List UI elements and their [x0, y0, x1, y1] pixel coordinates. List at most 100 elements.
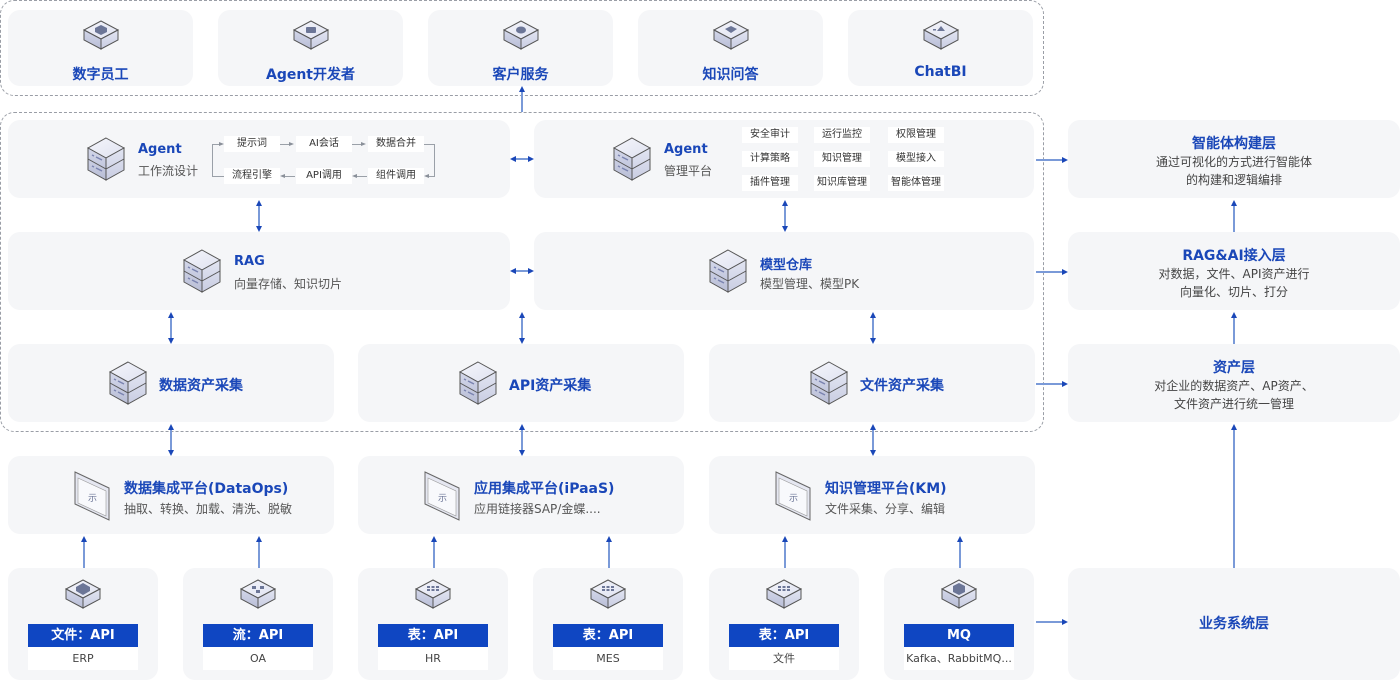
layer-desc-line: 通过可视化的方式进行智能体 — [1155, 155, 1312, 169]
arrowhead-right — [1062, 269, 1068, 275]
layer-agent-build[interactable]: 智能体构建层 通过可视化的方式进行智能体 的构建和逻辑编排 — [1068, 120, 1400, 198]
platform-feature[interactable]: 知识管理 — [814, 151, 870, 167]
app-label: 数字员工 — [72, 67, 129, 83]
table-hex-icon — [589, 578, 627, 614]
platform-km[interactable]: 示 知识管理平台(KM) 文件采集、分享、编辑 — [709, 456, 1035, 534]
source-mes[interactable]: 表：API MES — [533, 568, 683, 680]
arrowhead-down — [256, 226, 262, 232]
workflow-step[interactable]: 数据合并 — [368, 136, 424, 152]
connector-vertical — [258, 204, 260, 228]
app-label: ChatBI — [914, 64, 967, 80]
workflow-step[interactable]: API调用 — [296, 168, 352, 184]
app-chatbi[interactable]: ChatBI — [848, 10, 1033, 86]
platform-feature[interactable]: 智能体管理 — [888, 175, 944, 191]
platform-feature[interactable]: 知识库管理 — [814, 175, 870, 191]
source-file[interactable]: 表：API 文件 — [709, 568, 859, 680]
flow-line — [352, 144, 363, 145]
app-customer-service[interactable]: 客户服务 — [428, 10, 613, 86]
arrowhead-up — [168, 312, 174, 318]
collector-title: 数据资产采集 — [159, 378, 243, 394]
svg-text:示: 示 — [789, 494, 798, 504]
arrowhead-up — [519, 86, 525, 92]
source-badge: 文件：API — [28, 624, 138, 647]
agent-workflow-panel[interactable]: Agent 工作流设计 提示词 AI会话 数据合并 流程引擎 API调用 组件调… — [8, 120, 510, 198]
platform-feature[interactable]: 插件管理 — [742, 175, 798, 191]
collector-data[interactable]: 数据资产采集 — [8, 344, 334, 422]
collector-api[interactable]: API资产采集 — [358, 344, 684, 422]
arrowhead-up — [1231, 200, 1237, 206]
flow-line — [280, 144, 291, 145]
arrowhead-up — [606, 536, 612, 542]
connector-up — [959, 540, 961, 568]
source-mq[interactable]: MQ Kafka、RabbitMQ... — [884, 568, 1034, 680]
flow-arrowhead — [424, 174, 429, 178]
platform-ipaas[interactable]: 示 应用集成平台(iPaaS) 应用链接器SAP/金蝶.... — [358, 456, 684, 534]
arrowhead-down — [168, 450, 174, 456]
flow-arrowhead — [219, 142, 224, 146]
arrowhead-up — [1231, 424, 1237, 430]
workflow-step[interactable]: 组件调用 — [368, 168, 424, 184]
layer-title: 资产层 — [1213, 360, 1255, 376]
agent-platform-subtitle: 管理平台 — [664, 164, 713, 178]
connector-up — [83, 540, 85, 568]
agent-platform-panel[interactable]: Agent 管理平台 安全审计 运行监控 权限管理 计算策略 知识管理 模型接入… — [534, 120, 1034, 198]
source-hr[interactable]: 表：API HR — [358, 568, 508, 680]
connector-right — [1036, 159, 1064, 161]
source-name: MES — [553, 647, 663, 670]
app-digital-employee[interactable]: 数字员工 — [8, 10, 193, 86]
arrowhead-up — [957, 536, 963, 542]
arrowhead-down — [870, 450, 876, 456]
collector-title: API资产采集 — [509, 378, 592, 394]
layer-desc-line: 文件资产进行统一管理 — [1173, 397, 1294, 411]
rag-subtitle: 向量存储、知识切片 — [234, 277, 343, 291]
workflow-step[interactable]: 流程引擎 — [224, 168, 280, 184]
platform-title: 数据集成平台(DataOps) — [124, 481, 289, 497]
flow-line — [212, 144, 213, 177]
layer-business-system[interactable]: 业务系统层 — [1068, 568, 1400, 680]
connector-up — [521, 90, 523, 112]
svg-text:示: 示 — [438, 494, 447, 504]
file-hex-icon — [64, 578, 102, 614]
app-agent-developer[interactable]: Agent开发者 — [218, 10, 403, 86]
connector-up — [1233, 316, 1235, 344]
layer-rag-ai[interactable]: RAG&AI接入层 对数据，文件、API资产进行 向量化、切片、打分 — [1068, 232, 1400, 310]
flow-arrowhead — [352, 174, 357, 178]
arrowhead-down — [519, 338, 525, 344]
connector-right — [1036, 383, 1064, 385]
platform-feature[interactable]: 运行监控 — [814, 127, 870, 143]
source-erp[interactable]: 文件：API ERP — [8, 568, 158, 680]
monitor-screen-icon: 示 — [773, 470, 813, 526]
flow-hex-icon — [239, 578, 277, 614]
arrowhead-right — [528, 268, 534, 274]
agent-workflow-title: Agent — [138, 142, 182, 157]
platform-feature[interactable]: 安全审计 — [742, 127, 798, 143]
app-knowledge-qa[interactable]: 知识问答 — [638, 10, 823, 86]
collector-file[interactable]: 文件资产采集 — [709, 344, 1035, 422]
source-oa[interactable]: 流：API OA — [183, 568, 333, 680]
arrowhead-left — [510, 268, 516, 274]
layer-title: 智能体构建层 — [1192, 136, 1276, 152]
connector-vertical — [521, 428, 523, 452]
connector-up — [608, 540, 610, 568]
flow-line — [356, 176, 367, 177]
workflow-step[interactable]: AI会话 — [296, 136, 352, 152]
knowledge-book-icon — [712, 19, 750, 55]
app-label: Agent开发者 — [265, 67, 355, 83]
layer-asset[interactable]: 资产层 对企业的数据资产、AP资产、 文件资产进行统一管理 — [1068, 344, 1400, 422]
connector-vertical — [872, 316, 874, 340]
platform-feature[interactable]: 模型接入 — [888, 151, 944, 167]
rag-panel[interactable]: RAG 向量存储、知识切片 — [8, 232, 510, 310]
source-name: Kafka、RabbitMQ... — [904, 647, 1014, 670]
flow-arrowhead — [289, 142, 294, 146]
platform-feature[interactable]: 计算策略 — [742, 151, 798, 167]
source-badge: 表：API — [378, 624, 488, 647]
workflow-step[interactable]: 提示词 — [224, 136, 280, 152]
model-repo-panel[interactable]: 模型仓库 模型管理、模型PK — [534, 232, 1034, 310]
platform-dataops[interactable]: 示 数据集成平台(DataOps) 抽取、转换、加载、清洗、脱敏 — [8, 456, 334, 534]
flow-line — [434, 144, 435, 177]
table-hex-icon — [765, 578, 803, 614]
server-cube-icon — [458, 360, 498, 410]
arrowhead-right — [528, 156, 534, 162]
platform-feature[interactable]: 权限管理 — [888, 127, 944, 143]
flow-line — [212, 176, 224, 177]
